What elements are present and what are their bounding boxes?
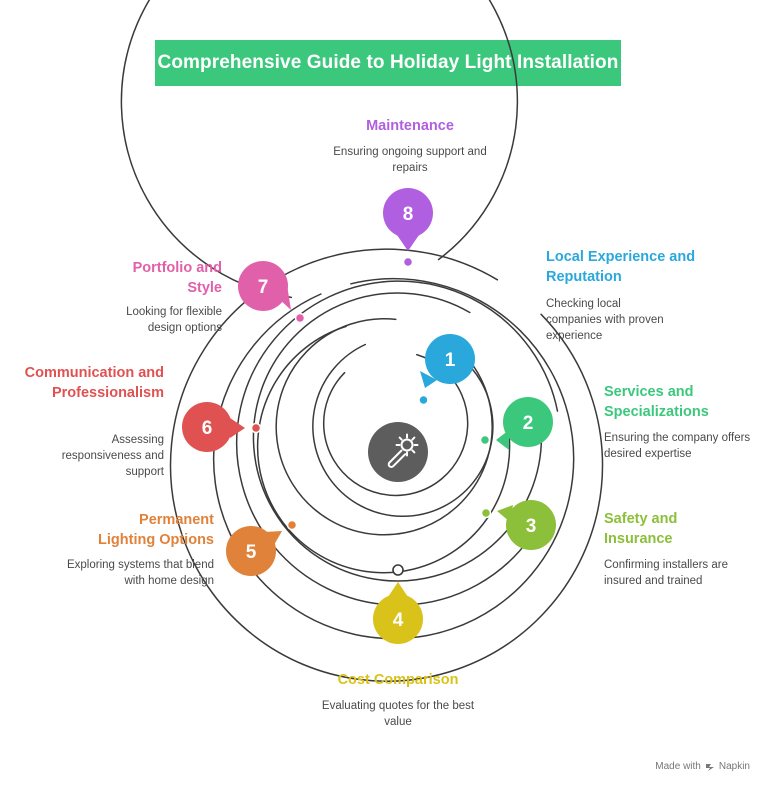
ring-9: [169, 248, 604, 682]
balloon-2: 2: [496, 397, 553, 450]
svg-text:5: 5: [246, 542, 257, 563]
svg-text:7: 7: [258, 277, 269, 298]
ring-8: [120, 0, 519, 299]
step-1-label: Local Experience and Reputation: [546, 249, 696, 285]
napkin-logo-icon: [705, 763, 714, 771]
dot-step-5: [286, 519, 298, 531]
step-8-label: Maintenance: [366, 118, 454, 134]
page-title: Comprehensive Guide to Holiday Light Ins…: [157, 52, 619, 73]
center-hub: [368, 422, 428, 482]
dot-step-2: [479, 434, 491, 446]
balloon-1: 1: [420, 334, 475, 388]
balloon-4: 4: [373, 582, 423, 644]
connector-dots: [250, 256, 492, 576]
dot-step-3: [480, 507, 492, 519]
dot-step-8: [402, 256, 414, 268]
dot-step-6: [250, 422, 262, 434]
step-3-description: Confirming installers are insured and tr…: [604, 559, 728, 587]
step-6-description: Assessing responsiveness and support: [61, 434, 164, 478]
ring-4: [256, 325, 511, 574]
footer: Made with Napkin: [655, 761, 750, 772]
step-1-description: Checking local companies with proven exp…: [546, 298, 664, 342]
balloon-8: 8: [383, 188, 433, 251]
svg-text:2: 2: [523, 413, 534, 434]
footer-made-with: Made with: [655, 761, 701, 772]
footer-brand: Napkin: [718, 761, 750, 772]
balloon-7: 7: [238, 261, 291, 311]
step-6-label: Communication and Professionalism: [24, 365, 164, 401]
svg-text:3: 3: [526, 516, 537, 537]
balloon-6: 6: [182, 402, 245, 452]
dot-step-4: [392, 564, 404, 576]
step-3-label: Safety and Insurance: [604, 511, 678, 547]
balloon-3: 3: [497, 500, 556, 550]
title-banner: Comprehensive Guide to Holiday Light Ins…: [155, 40, 621, 86]
gear-wrench-icon: [387, 433, 419, 468]
svg-text:1: 1: [445, 350, 456, 371]
step-5-label: Permanent Lighting Options: [98, 512, 214, 548]
ring-3: [275, 318, 493, 536]
step-2-label: Services and Specializations: [604, 384, 709, 420]
dot-step-1: [418, 394, 429, 406]
step-4-label: Cost Comparison: [337, 672, 459, 688]
ring-1: [322, 353, 469, 497]
balloon-5: 5: [226, 526, 282, 576]
step-7-description: Looking for flexible design options: [126, 306, 222, 334]
ring-5: [252, 292, 543, 582]
svg-text:4: 4: [393, 610, 404, 631]
step-4-description: Evaluating quotes for the best value: [321, 700, 475, 728]
svg-text:8: 8: [403, 204, 414, 225]
dot-step-7: [294, 312, 306, 324]
svg-text:6: 6: [202, 418, 213, 439]
step-7-label: Portfolio and Style: [132, 260, 222, 296]
step-5-description: Exploring systems that blend with home d…: [66, 559, 214, 587]
step-2-description: Ensuring the company offers desired expe…: [604, 432, 751, 460]
step-8-description: Ensuring ongoing support and repairs: [333, 146, 487, 174]
